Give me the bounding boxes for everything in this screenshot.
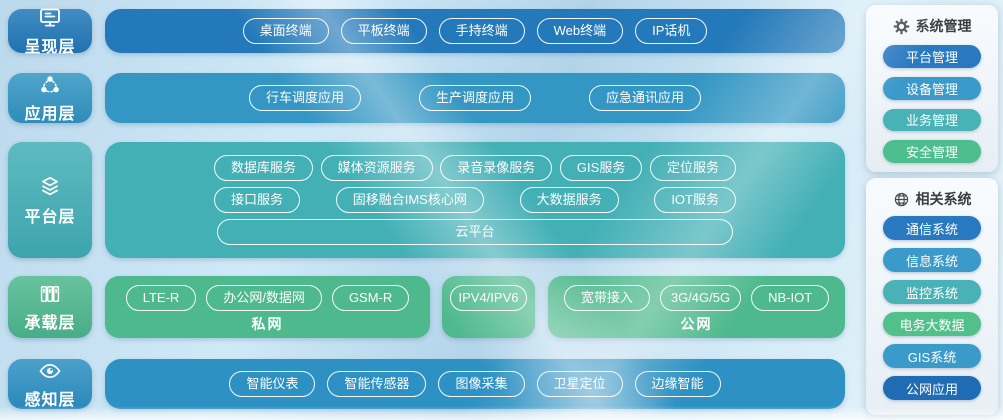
presentation-bar: 桌面终端 平板终端 手持终端 Web终端 IP话机 [105, 9, 845, 53]
sidebar-item-gis-system[interactable]: GIS系统 [883, 344, 981, 368]
sidebar-item-device-mgmt[interactable]: 设备管理 [883, 76, 981, 100]
node-pill[interactable]: 图像采集 [438, 371, 525, 397]
node-pill[interactable]: 媒体资源服务 [320, 155, 433, 181]
node-pill[interactable]: 宽带接入 [563, 285, 650, 311]
public-network-label: 公网 [680, 316, 713, 332]
node-pill[interactable]: IP话机 [635, 18, 708, 44]
sidebar-item-comm-system[interactable]: 通信系统 [883, 216, 981, 240]
node-pill[interactable]: IOT服务 [654, 187, 736, 213]
sidebar-item-info-system[interactable]: 信息系统 [883, 248, 981, 272]
system-management-title: 系统管理 [915, 18, 972, 34]
racks-icon [38, 282, 62, 306]
monitor-icon [38, 6, 62, 30]
private-network-label: 私网 [251, 316, 284, 332]
sidebar-item-business-mgmt[interactable]: 业务管理 [883, 108, 981, 132]
related-systems-title: 相关系统 [915, 191, 972, 207]
platform-bar: 数据库服务 媒体资源服务 录音录像服务 GIS服务 定位服务 接口服务 固移融合… [105, 142, 845, 258]
cloud-platform-pill[interactable]: 云平台 [217, 219, 733, 245]
sidebar-item-security-mgmt[interactable]: 安全管理 [883, 140, 981, 163]
public-network-panel: 宽带接入 3G/4G/5G NB-IOT 公网 [548, 276, 845, 338]
system-management-header: 系统管理 [893, 16, 972, 36]
node-pill[interactable]: 边缘智能 [634, 371, 721, 397]
node-pill[interactable]: 3G/4G/5G [659, 285, 742, 311]
node-pill[interactable]: IPV4/IPV6 [449, 285, 528, 311]
eye-icon [37, 359, 63, 383]
node-pill[interactable]: Web终端 [536, 18, 624, 44]
layer-label: 应用层 [24, 105, 76, 123]
node-pill[interactable]: GSM-R [331, 285, 410, 311]
node-pill[interactable]: 数据库服务 [214, 155, 314, 181]
layer-tab-platform: 平台层 [8, 142, 92, 258]
node-pill[interactable]: 办公网/数据网 [206, 285, 322, 311]
node-pill[interactable]: 应急通讯应用 [588, 85, 701, 111]
node-pill[interactable]: 定位服务 [649, 155, 736, 181]
node-pill[interactable]: 手持终端 [438, 18, 525, 44]
related-systems-header: 相关系统 [893, 189, 972, 209]
node-pill[interactable]: NB-IOT [751, 285, 830, 311]
node-pill[interactable]: 卫星定位 [536, 371, 623, 397]
node-pill[interactable]: 固移融合IMS核心网 [335, 187, 484, 213]
sidebar-item-public-app[interactable]: 公网应用 [883, 376, 981, 400]
layers-icon [37, 174, 63, 200]
related-systems-panel: 相关系统 通信系统 信息系统 监控系统 电务大数据 GIS系统 公网应用 [866, 178, 998, 415]
sidebar-item-bigdata-system[interactable]: 电务大数据 [883, 312, 981, 336]
node-pill[interactable]: GIS服务 [559, 155, 643, 181]
node-pill[interactable]: 智能传感器 [327, 371, 427, 397]
private-network-panel: LTE-R 办公网/数据网 GSM-R 私网 [105, 276, 430, 338]
perception-bar: 智能仪表 智能传感器 图像采集 卫星定位 边缘智能 [105, 359, 845, 409]
ip-network-panel: IPV4/IPV6 [442, 276, 535, 338]
node-pill[interactable]: 大数据服务 [519, 187, 619, 213]
node-pill[interactable]: 录音录像服务 [440, 155, 553, 181]
layer-tab-presentation: 呈现层 [8, 6, 92, 56]
node-pill[interactable]: 接口服务 [214, 187, 301, 213]
node-pill[interactable]: 智能仪表 [229, 371, 316, 397]
node-pill[interactable]: 生产调度应用 [418, 85, 531, 111]
share-nodes-icon [38, 73, 62, 97]
node-pill[interactable]: LTE-R [125, 285, 197, 311]
application-bar: 行车调度应用 生产调度应用 应急通讯应用 [105, 73, 845, 123]
globe-icon [893, 191, 910, 208]
sidebar-item-platform-mgmt[interactable]: 平台管理 [883, 45, 981, 68]
gear-icon [893, 18, 910, 35]
node-pill[interactable]: 桌面终端 [242, 18, 329, 44]
node-pill[interactable]: 平板终端 [340, 18, 427, 44]
layer-label: 感知层 [24, 391, 76, 409]
layer-tab-bearer: 承载层 [8, 276, 92, 338]
layer-label: 呈现层 [24, 38, 76, 56]
node-pill[interactable]: 行车调度应用 [249, 85, 362, 111]
layer-tab-application: 应用层 [8, 73, 92, 123]
system-management-panel: 系统管理 平台管理 设备管理 业务管理 安全管理 [866, 5, 998, 172]
layer-label: 平台层 [24, 208, 76, 226]
sidebar-item-monitor-system[interactable]: 监控系统 [883, 280, 981, 304]
layer-tab-perception: 感知层 [8, 359, 92, 409]
layer-label: 承载层 [24, 314, 76, 332]
